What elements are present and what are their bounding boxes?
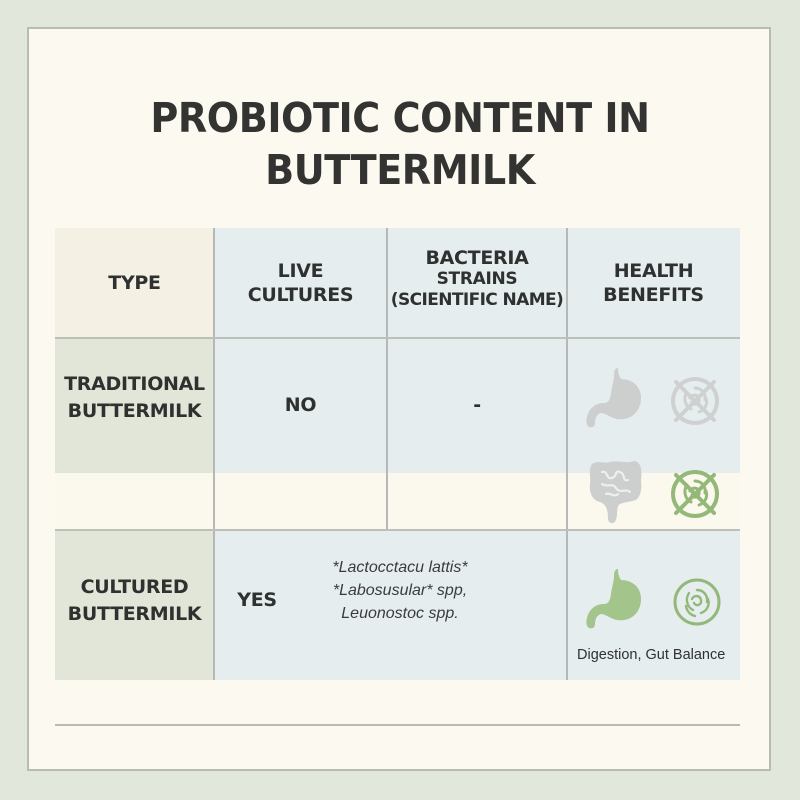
divider	[566, 228, 568, 680]
cultured-label-line1: CULTURED	[80, 576, 189, 598]
header-bacteria-line1: BACTERIA	[425, 246, 529, 269]
header-health-benefits: HEALTH BENEFITS	[567, 228, 740, 338]
strain-line-2: *Labosusular* spp,	[332, 582, 468, 599]
row-cultured-strains: *Lactocctacu lattis* *Labosusular* spp, …	[290, 556, 510, 625]
header-bacteria-strains: BACTERIA STRAINS (SCIENTIFIC NAME)	[387, 228, 567, 338]
traditional-label-line1: TRADITIONAL	[64, 373, 205, 395]
footer-divider	[55, 724, 740, 726]
traditional-label-line2: BUTTERMILK	[67, 400, 202, 422]
traditional-live-value: NO	[284, 394, 317, 416]
benefit-caption: Digestion, Gut Balance	[577, 647, 726, 663]
page-title: PROBIOTIC CONTENT IN BUTTERMILK	[28, 92, 772, 196]
divider	[213, 228, 215, 680]
divider	[55, 529, 740, 531]
title-line-1: PROBIOTIC CONTENT IN	[150, 94, 650, 142]
header-live-line2: CULTURES	[247, 284, 354, 306]
header-live-cultures: LIVE CULTURES	[214, 228, 387, 338]
row-cultured-benefits	[567, 530, 740, 680]
header-type: TYPE	[55, 228, 214, 338]
header-health-line2: BENEFITS	[603, 284, 704, 306]
gut-flora-icon	[673, 578, 721, 626]
cultured-live-value: YES	[237, 588, 277, 611]
row-cultured-live-cultures: YES	[222, 580, 292, 620]
strain-line-3: Leuonostoc spp.	[341, 605, 459, 622]
row-cultured-type: CULTURED BUTTERMILK	[55, 530, 214, 680]
row-cultured-merged	[214, 530, 567, 680]
stomach-icon	[586, 569, 641, 629]
no-gut-flora-icon	[671, 470, 719, 518]
header-type-text: TYPE	[108, 272, 161, 294]
divider	[55, 337, 740, 339]
header-bacteria-line3: (SCIENTIFIC NAME)	[390, 289, 564, 310]
row-traditional-type: TRADITIONAL BUTTERMILK	[55, 338, 214, 473]
divider	[386, 228, 388, 530]
strain-line-1: *Lactocctacu lattis*	[332, 559, 468, 576]
stomach-icon	[586, 368, 641, 428]
header-bacteria-line2: STRAINS	[436, 268, 518, 289]
header-live-line1: LIVE	[277, 260, 324, 282]
intestine-icon	[589, 461, 642, 524]
traditional-strains-value: -	[473, 394, 481, 416]
no-gut-flora-icon	[671, 377, 719, 425]
title-line-2: BUTTERMILK	[265, 146, 535, 194]
row-traditional-strains: -	[387, 338, 567, 473]
row-traditional-live-cultures: NO	[214, 338, 387, 473]
cultured-label-line2: BUTTERMILK	[67, 603, 202, 625]
header-health-line1: HEALTH	[613, 260, 694, 282]
